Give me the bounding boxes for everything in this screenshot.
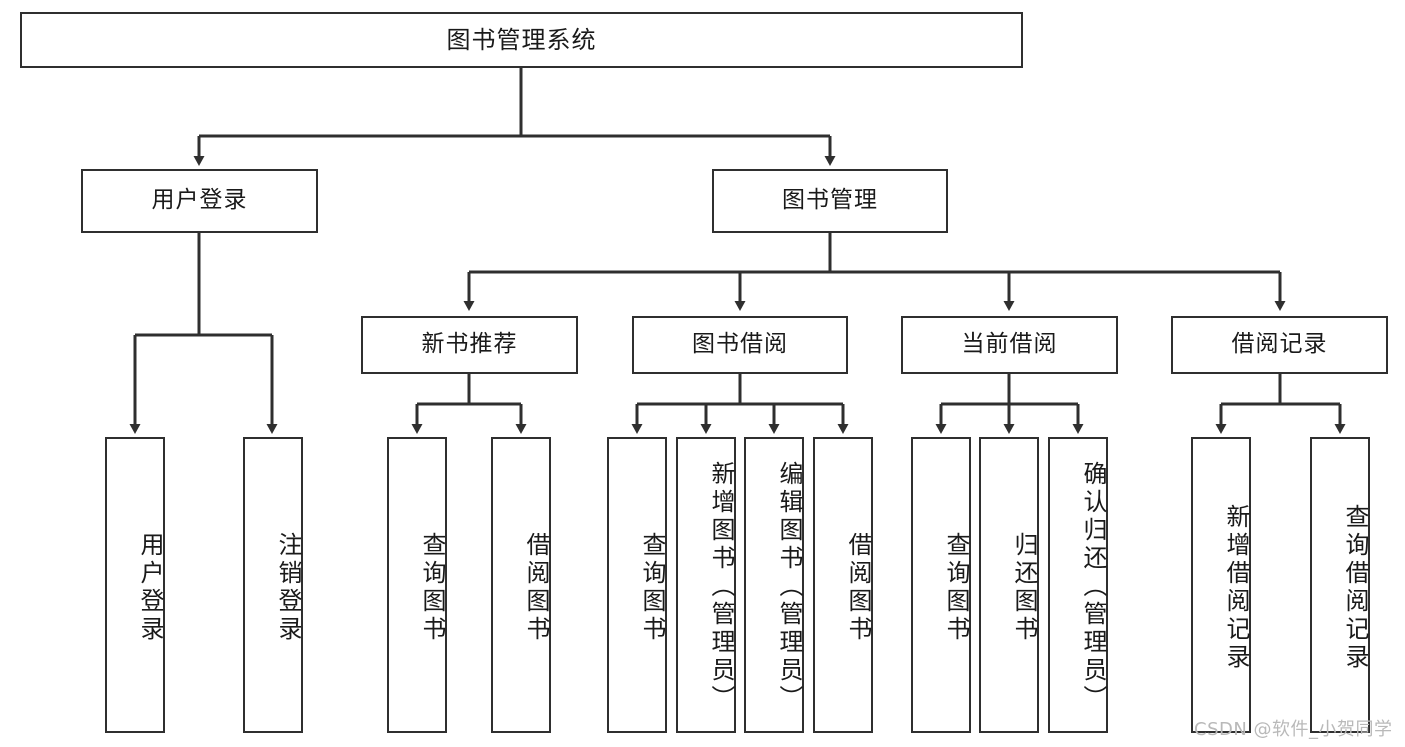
- node-root-system[interactable]: 图书管理系统: [20, 12, 1023, 68]
- leaf-borrow-record-add[interactable]: 新增借阅记录: [1191, 437, 1251, 733]
- node-current-borrow[interactable]: 当前借阅: [901, 316, 1118, 374]
- node-label: 查询借阅记录: [1341, 504, 1369, 672]
- leaf-new-book-query[interactable]: 查询图书: [387, 437, 447, 733]
- leaf-new-book-borrow[interactable]: 借阅图书: [491, 437, 551, 733]
- leaf-book-borrow-borrow[interactable]: 借阅图书: [813, 437, 873, 733]
- node-label: 借阅记录: [1231, 331, 1328, 358]
- node-label: 新增借阅记录: [1222, 504, 1250, 672]
- node-label: 确认归还（管理员）: [1079, 461, 1107, 713]
- node-label: 借阅图书: [522, 532, 550, 644]
- node-new-book-recommend[interactable]: 新书推荐: [361, 316, 578, 374]
- leaf-book-borrow-query[interactable]: 查询图书: [607, 437, 667, 733]
- node-label: 新书推荐: [421, 331, 518, 358]
- node-book-borrow[interactable]: 图书借阅: [632, 316, 848, 374]
- leaf-current-borrow-return[interactable]: 归还图书: [979, 437, 1039, 733]
- leaf-current-borrow-query[interactable]: 查询图书: [911, 437, 971, 733]
- node-label: 注销登录: [274, 532, 302, 644]
- node-user-login[interactable]: 用户登录: [81, 169, 318, 233]
- node-label: 用户登录: [151, 187, 248, 214]
- node-label: 图书管理: [782, 187, 878, 214]
- node-label: 查询图书: [942, 532, 970, 644]
- node-label: 当前借阅: [961, 331, 1058, 358]
- leaf-book-borrow-add[interactable]: 新增图书（管理员）: [676, 437, 736, 733]
- node-label: 借阅图书: [844, 532, 872, 644]
- leaf-current-borrow-confirm-return[interactable]: 确认归还（管理员）: [1048, 437, 1108, 733]
- node-label: 查询图书: [418, 532, 446, 644]
- node-borrow-record[interactable]: 借阅记录: [1171, 316, 1388, 374]
- node-label: 查询图书: [638, 532, 666, 644]
- node-book-management[interactable]: 图书管理: [712, 169, 948, 233]
- leaf-borrow-record-query[interactable]: 查询借阅记录: [1310, 437, 1370, 733]
- node-label: 新增图书（管理员）: [707, 461, 735, 713]
- node-label: 图书借阅: [692, 331, 788, 358]
- node-label: 归还图书: [1010, 532, 1038, 644]
- node-label: 编辑图书（管理员）: [775, 461, 803, 713]
- leaf-user-login-login[interactable]: 用户登录: [105, 437, 165, 733]
- node-label: 用户登录: [136, 532, 164, 644]
- leaf-user-login-logout[interactable]: 注销登录: [243, 437, 303, 733]
- csdn-watermark: CSDN @软件_小贺同学: [1194, 719, 1393, 740]
- node-label: 图书管理系统: [446, 25, 597, 54]
- leaf-book-borrow-edit[interactable]: 编辑图书（管理员）: [744, 437, 804, 733]
